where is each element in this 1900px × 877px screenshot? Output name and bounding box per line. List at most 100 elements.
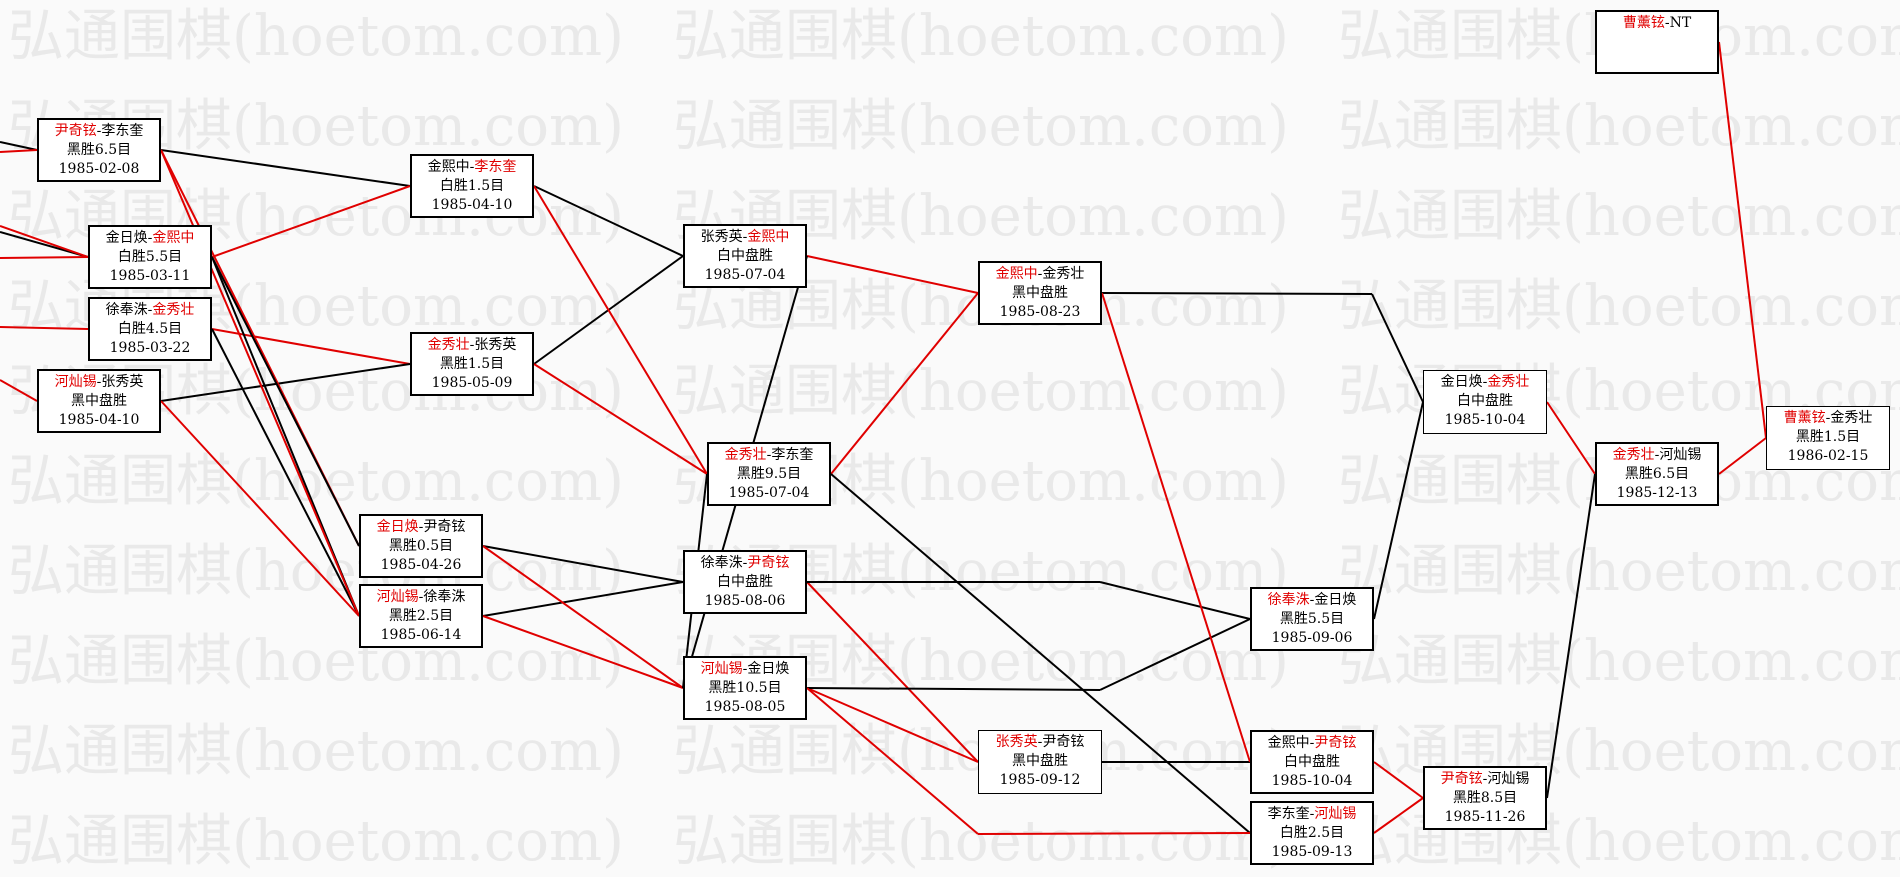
watermark-text: 弘通围棋(hoetom.com) [1338,94,1900,159]
black-player: 尹奇铉 [1440,771,1483,787]
match-result: 黑胜0.5目 [388,538,454,554]
black-player: 金秀壮 [724,447,767,463]
bracket-connector [482,545,684,689]
match-result: 黑胜6.5目 [1624,466,1690,482]
player-separator: - [418,589,424,605]
match-players: 金熙中-金秀壮 [980,265,1100,284]
watermark-text: 弘通围棋(hoetom.com) [673,4,1289,69]
match-result: 黑胜1.5目 [1795,429,1861,445]
bracket-connector [482,581,684,617]
match-players: 金熙中-尹奇铉 [1252,734,1372,753]
player-separator: - [96,374,102,390]
bracket-connector [211,328,411,365]
match-players: 河灿锡-张秀英 [39,373,159,392]
player-separator: - [1482,374,1488,390]
player-separator: - [1664,15,1670,31]
white-player: 金日焕 [747,661,790,677]
black-player: 金熙中 [995,266,1038,282]
black-player: 徐奉洙 [700,555,743,571]
match-date: 1985-03-11 [109,268,191,284]
player-separator: - [742,555,748,571]
bracket-connector [1373,761,1424,799]
bracket-connector [1373,797,1424,834]
match-result: 黑胜5.5目 [1279,611,1345,627]
white-player: 张秀英 [474,337,517,353]
white-player: 金秀壮 [152,302,195,318]
player-separator: - [742,661,748,677]
white-player: 李东奎 [474,159,517,175]
match-date: 1985-10-04 [1271,773,1353,789]
player-separator: - [1654,447,1660,463]
black-player: 河灿锡 [376,589,419,605]
match-players: 河灿锡-徐奉洙 [361,588,481,607]
watermark-text: 弘通围棋(hoetom.com) [673,359,1289,424]
match-date: 1985-08-06 [704,593,786,609]
black-player: 曹薰铉 [1622,15,1665,31]
player-separator: - [147,230,153,246]
match-result: 白胜5.5目 [117,249,183,265]
match-result: 黑胜8.5目 [1452,790,1518,806]
bracket-connector [211,185,411,258]
bracket-connector [160,363,411,402]
bracket-connector [0,149,38,153]
bracket-connector [806,581,979,763]
match-players: 河灿锡-金日焕 [685,660,805,679]
bracket-connector [0,379,38,402]
white-player: 金日焕 [1314,592,1357,608]
match-date: 1985-04-26 [380,557,462,573]
match-result: 白中盘胜 [1284,754,1340,770]
white-player: 金秀壮 [1042,266,1085,282]
match-result: 黑胜2.5目 [388,608,454,624]
white-player: 尹奇铉 [1042,734,1085,750]
bracket-connector [0,141,38,151]
bracket-connector [1101,292,1373,295]
player-separator: - [1309,806,1315,822]
player-separator: - [1309,735,1315,751]
white-player: 张秀英 [101,374,144,390]
black-player: 徐奉洙 [1267,592,1310,608]
match-result: 白中盘胜 [1457,393,1513,409]
match-players: 金秀壮-河灿锡 [1597,446,1717,465]
player-separator: - [147,302,153,318]
bracket-connector [211,256,360,547]
bracket-connector [0,326,89,330]
black-player: 河灿锡 [700,661,743,677]
black-player: 张秀英 [700,229,743,245]
bracket-connector [211,328,360,617]
bracket-connector [160,149,360,617]
match-result: 白胜2.5目 [1279,825,1345,841]
watermark-text: 弘通围棋(hoetom.com) [673,94,1289,159]
player-separator: - [1482,771,1488,787]
match-date: 1985-03-22 [109,340,191,356]
bracket-connector [533,185,708,475]
match-result: 黑胜10.5目 [708,680,782,696]
match-date: 1985-12-13 [1616,485,1698,501]
white-player: 徐奉洙 [423,589,466,605]
watermark-text: 弘通围棋(hoetom.com) [8,809,624,874]
black-player: 尹奇铉 [54,123,97,139]
black-player: 金日焕 [105,230,148,246]
white-player: 尹奇铉 [747,555,790,571]
bracket-connector [830,473,1251,834]
match-players: 尹奇铉-李东奎 [39,122,159,141]
black-player: 金秀壮 [1612,447,1655,463]
player-separator: - [418,519,424,535]
match-date: 1985-09-12 [999,772,1081,788]
player-separator: - [469,337,475,353]
match-date: 1985-11-26 [1444,809,1526,825]
player-separator: - [1037,734,1043,750]
player-separator: - [766,447,772,463]
match-date: 1985-02-08 [58,161,140,177]
